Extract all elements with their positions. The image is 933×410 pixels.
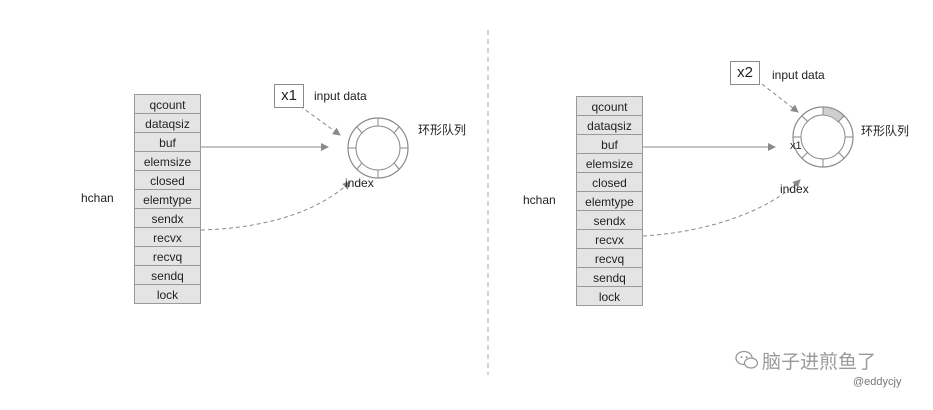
left-sendx-arrow bbox=[200, 181, 351, 231]
right-field-qcount: qcount bbox=[576, 96, 643, 116]
right-field-sendq: sendq bbox=[576, 267, 643, 287]
watermark-text: 脑子进煎鱼了 bbox=[762, 352, 877, 373]
left-input-label: input data bbox=[314, 89, 367, 103]
right-field-recvx: recvx bbox=[576, 229, 643, 249]
left-index-label: index bbox=[345, 176, 374, 190]
left-input-box: x1 bbox=[274, 84, 304, 108]
left-field-lock: lock bbox=[134, 284, 201, 304]
left-field-sendq: sendq bbox=[134, 265, 201, 285]
left-ring-buffer bbox=[347, 117, 409, 179]
left-field-sendx: sendx bbox=[134, 208, 201, 228]
right-field-dataqsiz: dataqsiz bbox=[576, 115, 643, 135]
right-index-label: index bbox=[780, 182, 809, 196]
wechat-icon bbox=[735, 350, 759, 369]
left-field-closed: closed bbox=[134, 170, 201, 190]
right-slot-label: x1 bbox=[790, 140, 802, 152]
left-queue-label: 环形队列 bbox=[418, 123, 467, 137]
left-field-qcount: qcount bbox=[134, 94, 201, 114]
left-field-recvx: recvx bbox=[134, 227, 201, 247]
right-field-buf: buf bbox=[576, 134, 643, 154]
right-field-recvq: recvq bbox=[576, 248, 643, 268]
right-input-box: x2 bbox=[730, 61, 760, 85]
right-ring-buffer bbox=[792, 106, 854, 168]
left-input-arrow bbox=[299, 105, 341, 136]
right-input-label: input data bbox=[772, 68, 825, 82]
left-field-dataqsiz: dataqsiz bbox=[134, 113, 201, 133]
right-field-sendx: sendx bbox=[576, 210, 643, 230]
right-input-arrow bbox=[761, 83, 799, 113]
right-field-lock: lock bbox=[576, 286, 643, 306]
left-hchan-struct: qcount dataqsiz buf elemsize closed elem… bbox=[134, 94, 201, 304]
left-struct-name: hchan bbox=[81, 191, 114, 205]
right-struct-name: hchan bbox=[523, 193, 556, 207]
watermark-handle: @eddycjy bbox=[853, 376, 902, 388]
right-hchan-struct: qcount dataqsiz buf elemsize closed elem… bbox=[576, 96, 643, 306]
right-sendx-arrow bbox=[642, 179, 801, 237]
right-field-closed: closed bbox=[576, 172, 643, 192]
right-queue-label: 环形队列 bbox=[861, 124, 910, 138]
left-field-recvq: recvq bbox=[134, 246, 201, 266]
left-field-elemsize: elemsize bbox=[134, 151, 201, 171]
left-field-buf: buf bbox=[134, 132, 201, 152]
right-field-elemtype: elemtype bbox=[576, 191, 643, 211]
right-field-elemsize: elemsize bbox=[576, 153, 643, 173]
left-field-elemtype: elemtype bbox=[134, 189, 201, 209]
